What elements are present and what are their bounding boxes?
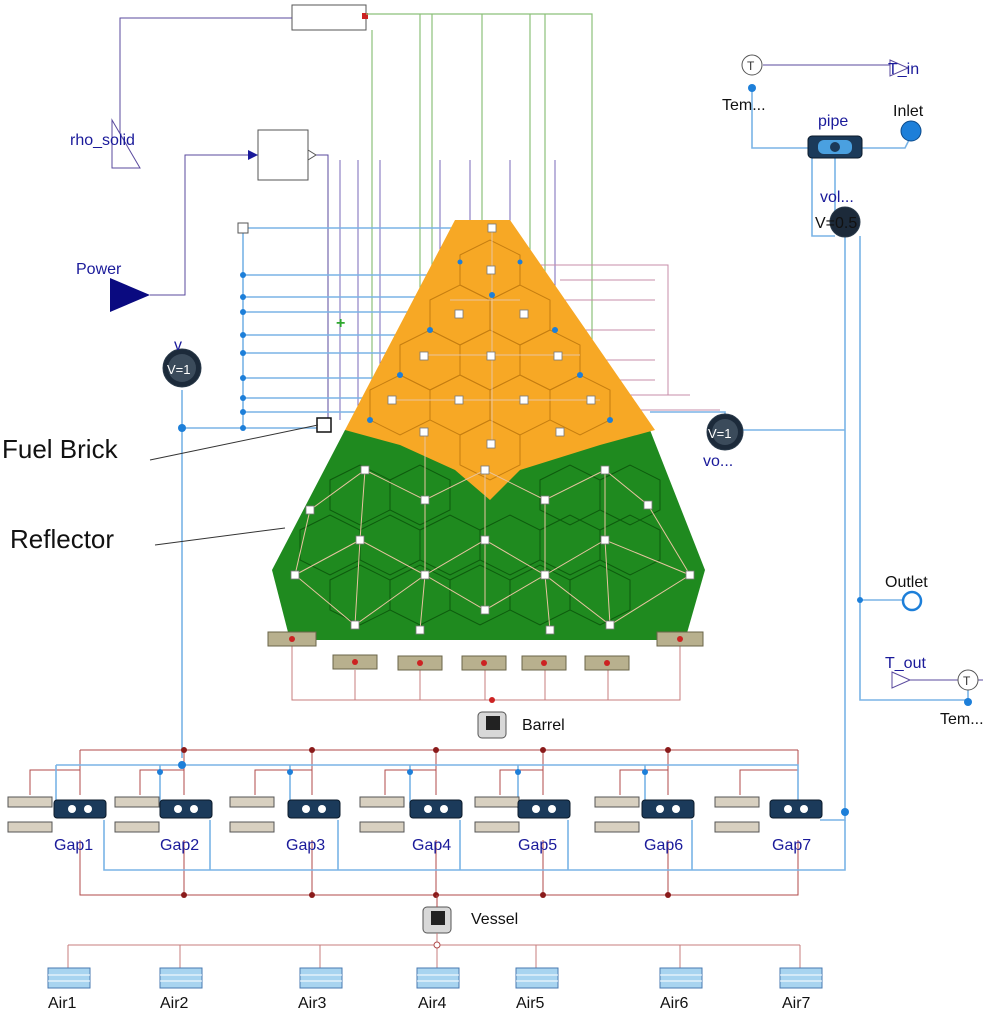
air-label-7: Air7 bbox=[782, 995, 811, 1012]
t-in-signal bbox=[763, 64, 983, 681]
vessel-label: Vessel bbox=[471, 911, 518, 928]
air-label-4: Air4 bbox=[418, 995, 447, 1012]
barrel-conductor-ports bbox=[289, 636, 683, 703]
t-in-label: T_in bbox=[888, 61, 919, 78]
air-label-1: Air1 bbox=[48, 995, 77, 1012]
gap-heat-ports bbox=[181, 747, 671, 898]
t-in-output[interactable] bbox=[889, 59, 910, 77]
air-blocks[interactable] bbox=[47, 967, 823, 989]
rho-solid-label: rho_solid bbox=[70, 132, 135, 149]
barrel-label: Barrel bbox=[522, 717, 565, 734]
t-out-label: T_out bbox=[885, 655, 926, 672]
gap-label-3: Gap3 bbox=[286, 837, 325, 854]
barrel-heat-wires bbox=[291, 640, 681, 701]
fuel-brick-label: Fuel Brick bbox=[2, 434, 119, 464]
volume-v-left[interactable] bbox=[162, 348, 202, 388]
top-control-block[interactable] bbox=[291, 4, 368, 31]
gap-label-2: Gap2 bbox=[160, 837, 199, 854]
volume-top-label: vol... bbox=[820, 189, 854, 206]
volume-top[interactable] bbox=[829, 206, 861, 238]
air-label-2: Air2 bbox=[160, 995, 189, 1012]
gap-label-5: Gap5 bbox=[518, 837, 557, 854]
outlet-label: Outlet bbox=[885, 574, 928, 591]
air-label-5: Air5 bbox=[516, 995, 545, 1012]
plus-marker-icon: + bbox=[336, 315, 345, 332]
gap-label-7: Gap7 bbox=[772, 837, 811, 854]
volume-v-left-label: v bbox=[174, 337, 182, 354]
rho-solid-input[interactable] bbox=[111, 118, 141, 169]
gap-labels: Gap1 Gap2 Gap3 Gap4 Gap5 Gap6 Gap7 bbox=[54, 837, 811, 854]
inlet-label: Inlet bbox=[893, 103, 924, 120]
reflector-hex-outlines bbox=[299, 464, 661, 626]
pipe-label: pipe bbox=[818, 113, 848, 130]
pipe-component[interactable] bbox=[807, 135, 863, 159]
temperature-sensor-bottom-label: Tem... bbox=[940, 711, 984, 728]
gap-heat-bus bbox=[29, 749, 799, 896]
temperature-sensor-bottom[interactable]: T bbox=[957, 669, 979, 706]
gap-label-1: Gap1 bbox=[54, 837, 93, 854]
fuel-brick-leader bbox=[149, 424, 319, 461]
svg-text:T: T bbox=[747, 59, 755, 73]
air-block-stripes bbox=[48, 974, 822, 982]
left-fluid-bus-ports bbox=[178, 272, 246, 432]
volume-v-left-value: V=1 bbox=[167, 362, 191, 377]
vessel-icon[interactable] bbox=[422, 906, 452, 934]
t-out-output[interactable] bbox=[891, 671, 912, 689]
right-fluid-wires bbox=[650, 88, 969, 821]
vessel-port bbox=[433, 941, 441, 949]
svg-text:T: T bbox=[963, 674, 971, 688]
gap-fluid-ports bbox=[157, 761, 849, 816]
temperature-sensor-top[interactable]: T bbox=[741, 54, 763, 92]
air-labels: Air1 Air2 Air3 Air4 Air5 Air6 Air7 bbox=[48, 995, 811, 1012]
temperature-sensor-top-label: Tem... bbox=[722, 97, 766, 114]
core-nodes[interactable] bbox=[290, 223, 695, 635]
volume-vo-right[interactable] bbox=[706, 413, 744, 451]
barrel-icon[interactable] bbox=[477, 711, 507, 739]
air-heat-bus bbox=[67, 933, 801, 968]
gap-pipe-cores bbox=[68, 805, 808, 813]
fuel-brick-pointer-box[interactable] bbox=[316, 417, 332, 433]
gap-label-4: Gap4 bbox=[412, 837, 451, 854]
gain-block[interactable] bbox=[248, 129, 317, 181]
outlet-boundary[interactable] bbox=[857, 590, 923, 612]
bus-start-port[interactable] bbox=[237, 222, 249, 234]
core-fluid-ports bbox=[367, 259, 613, 423]
reflector-label: Reflector bbox=[10, 524, 114, 554]
gap-label-6: Gap6 bbox=[644, 837, 683, 854]
power-label: Power bbox=[76, 261, 122, 278]
reflector-leader bbox=[154, 527, 286, 546]
volume-vo-right-value: V=1 bbox=[708, 426, 732, 441]
left-fluid-bus bbox=[181, 227, 490, 758]
power-input[interactable] bbox=[110, 278, 150, 312]
air-label-6: Air6 bbox=[660, 995, 689, 1012]
inlet-boundary[interactable] bbox=[900, 120, 922, 142]
reflector-region[interactable] bbox=[272, 430, 705, 640]
air-label-3: Air3 bbox=[298, 995, 327, 1012]
volume-top-value: V=0.5 bbox=[815, 215, 857, 232]
volume-vo-right-label: vo... bbox=[703, 453, 733, 470]
gap-conductors[interactable] bbox=[7, 796, 760, 833]
gap-pipes[interactable] bbox=[53, 799, 823, 819]
signal-wires bbox=[119, 17, 329, 420]
